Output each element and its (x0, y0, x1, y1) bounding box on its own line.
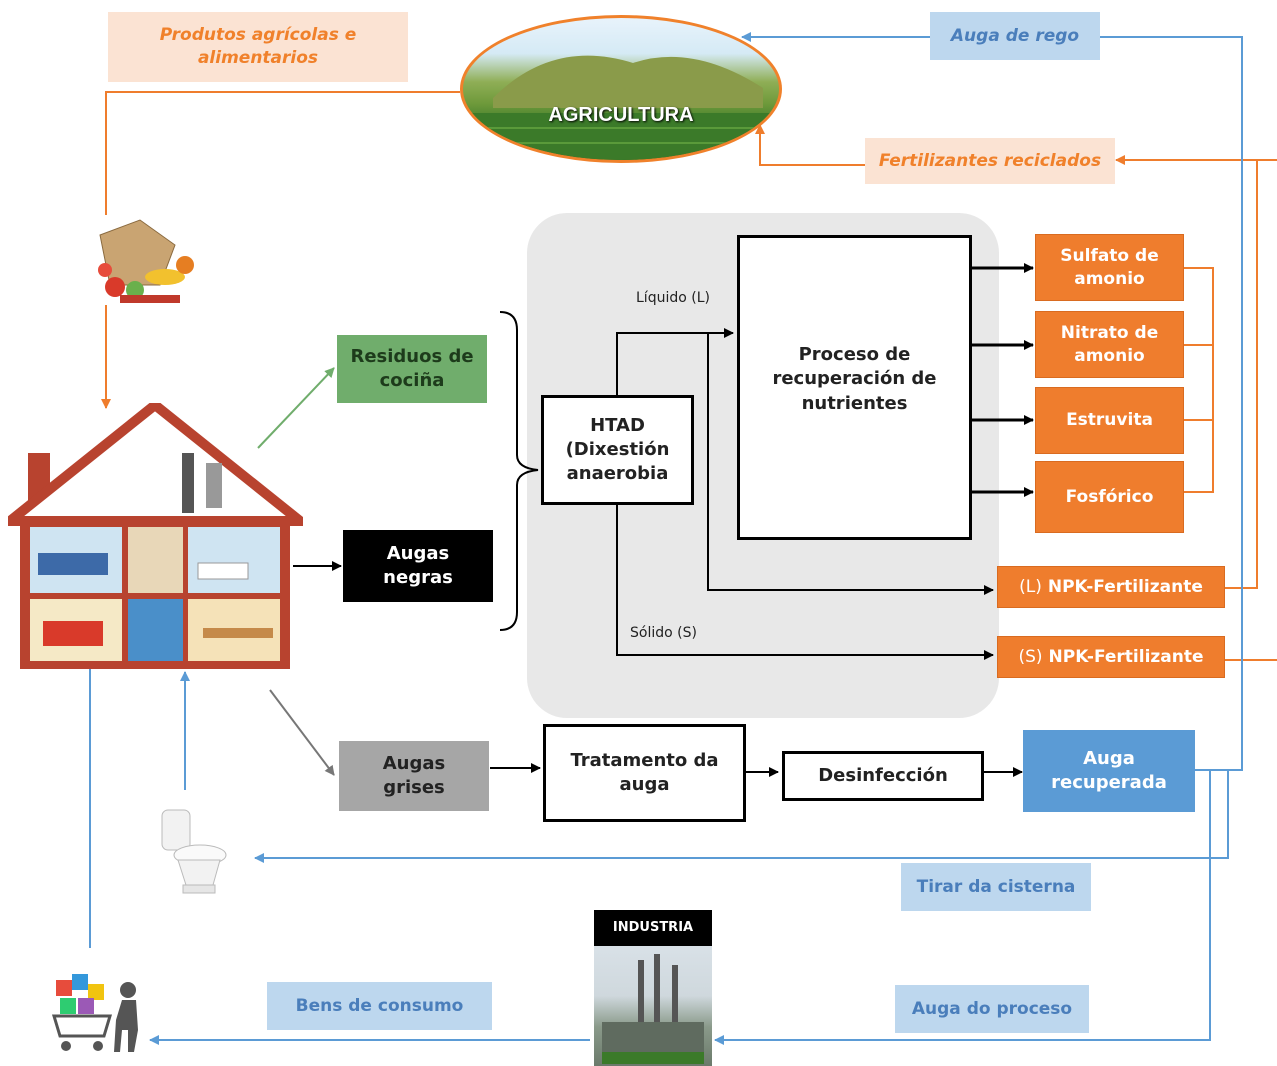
tirar-cisterna-label: Tirar da cisterna (901, 863, 1091, 911)
food-bag-icon (80, 215, 205, 307)
industria-title: INDUSTRIA (594, 910, 712, 946)
auga-proceso-label: Auga do proceso (895, 985, 1089, 1033)
industria-image: INDUSTRIA (594, 910, 712, 1066)
agricultura-image: AGRICULTURA (460, 15, 782, 163)
solido-label: Sólido (S) (630, 625, 697, 641)
htad-box: HTAD (Dixestión anaerobia (541, 395, 694, 505)
augas-negras-box: Augas negras (343, 530, 493, 602)
npk-s-box: (S) NPK-Fertilizante (997, 636, 1225, 678)
npk-l-box: (L) NPK-Fertilizante (997, 566, 1225, 608)
liquido-label: Líquido (L) (636, 290, 710, 306)
toilet-icon (158, 800, 228, 895)
sulfato-box: Sulfato de amonio (1035, 234, 1184, 301)
bens-consumo-label: Bens de consumo (267, 982, 492, 1030)
nitrato-box: Nitrato de amonio (1035, 311, 1184, 378)
house-icon (0, 398, 315, 671)
npk-l-label: NPK-Fertilizante (1047, 576, 1203, 597)
augas-grises-box: Augas grises (339, 741, 489, 811)
desinfeccion-box: Desinfección (782, 751, 984, 801)
auga-recuperada-box: Auga recuperada (1023, 730, 1195, 812)
auga-rego-label: Auga de rego (930, 12, 1100, 60)
fosforico-box: Fosfórico (1035, 461, 1184, 533)
tratamento-box: Tratamento da auga (543, 724, 746, 822)
proceso-box: Proceso de recuperación de nutrientes (737, 235, 972, 540)
produtos-label: Produtos agrícolas e alimentarios (108, 12, 408, 82)
npk-s-prefix: (S) (1018, 646, 1043, 667)
residuos-box: Residuos de cociña (337, 335, 487, 403)
estruvita-box: Estruvita (1035, 387, 1184, 454)
agricultura-title: AGRICULTURA (548, 104, 694, 126)
shopping-cart-icon (50, 970, 150, 1055)
npk-s-label: NPK-Fertilizante (1048, 646, 1204, 667)
fertilizantes-label: Fertilizantes reciclados (865, 138, 1115, 184)
npk-l-prefix: (L) (1019, 576, 1042, 597)
